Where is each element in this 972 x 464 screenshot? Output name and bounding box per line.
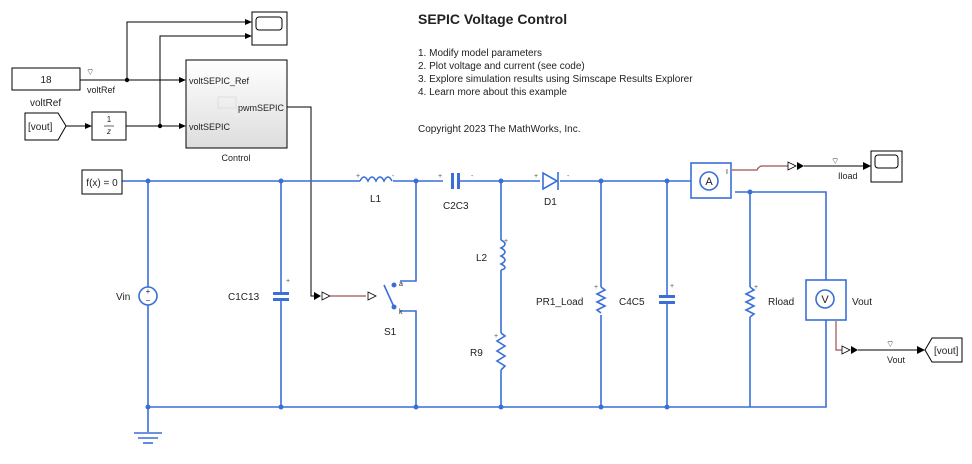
ammeter-block[interactable]: A I [690,162,732,199]
resistor-r9[interactable]: + [494,332,507,371]
instruction-1[interactable]: 1. Modify model parameters [418,48,542,59]
svg-text:a: a [399,281,403,288]
diode-d1[interactable]: +- [534,171,570,191]
voltage-sensor-block[interactable]: V [805,279,847,321]
pwm-signal-to-switch [314,291,377,301]
c1c13-label: C1C13 [228,292,260,303]
from-vout-block[interactable]: [vout] [24,112,67,141]
resistor-pr1-load[interactable]: + [594,284,607,314]
svg-text:+: + [534,173,538,180]
control-name: Control [221,153,250,163]
svg-text:+: + [670,283,674,290]
inductor-l1[interactable]: +- [356,173,395,183]
svg-text:1: 1 [107,115,112,124]
scope-iload[interactable] [870,150,903,183]
control-subsystem[interactable]: voltSEPIC_Ref voltSEPIC pwmSEPIC [185,59,288,149]
instruction-4[interactable]: 4. Learn more about this example [418,87,567,98]
svg-text:[vout]: [vout] [934,346,959,357]
iload-label: Iload [838,171,858,181]
electrical-wires [122,178,827,444]
svg-text:18: 18 [40,75,52,86]
wireless-icon: ⌔ [86,67,94,77]
d1-label: D1 [544,197,557,208]
capacitor-c4c5[interactable]: + [659,283,675,304]
inductor-l2[interactable]: + [499,238,508,271]
svg-text:f(x) = 0: f(x) = 0 [86,178,118,189]
l2-label: L2 [476,253,488,264]
pr1-label: PR1_Load [536,297,583,308]
svg-text:-: - [392,173,395,180]
vout-signal-label: Vout [887,355,906,365]
vout-signal [835,321,925,355]
instruction-2[interactable]: 2. Plot voltage and current (see code) [418,61,585,72]
solver-configuration[interactable]: f(x) = 0 [81,169,123,195]
svg-text:V: V [821,294,829,306]
vin-source[interactable]: + − [138,286,158,306]
s1-label: S1 [384,327,397,338]
control-signals [65,19,314,297]
goto-vout-block[interactable]: [vout] [924,337,963,363]
copyright: Copyright 2023 The MathWorks, Inc. [418,124,581,135]
svg-text:voltSEPIC_Ref: voltSEPIC_Ref [189,76,250,86]
svg-text:A: A [705,176,713,188]
wireless-icon: ⌔ [831,156,839,166]
svg-text:+: + [146,287,151,296]
switch-s1[interactable]: a k [383,281,403,316]
svg-text:-: - [567,173,570,180]
scope-control[interactable] [251,11,288,46]
c4c5-label: C4C5 [619,297,645,308]
capacitor-c1c13[interactable]: + [273,278,290,301]
svg-text:-: - [471,173,474,180]
instruction-3[interactable]: 3. Explore simulation results using Sims… [418,74,693,85]
iload-signal [732,161,871,171]
voltref-signal-label: voltRef [87,85,116,95]
svg-text:z: z [106,127,111,136]
capacitor-c2c3[interactable]: +- [438,173,474,189]
c2c3-label: C2C3 [443,201,469,212]
resistor-rload[interactable]: + [744,284,758,318]
svg-text:+: + [754,284,758,291]
svg-text:I: I [726,169,728,176]
svg-text:+: + [356,173,360,180]
unit-delay-block[interactable]: 1 z [91,111,127,141]
model-title: SEPIC Voltage Control [418,11,567,27]
svg-text:+: + [438,173,442,180]
svg-text:+: + [494,333,498,340]
constant-name: voltRef [30,98,61,109]
svg-text:[vout]: [vout] [28,122,53,133]
rload-label: Rload [768,297,794,308]
svg-text:+: + [504,238,508,245]
r9-label: R9 [470,348,483,359]
svg-text:voltSEPIC: voltSEPIC [189,122,231,132]
svg-text:−: − [146,296,151,305]
vin-label: Vin [116,292,130,303]
svg-text:pwmSEPIC: pwmSEPIC [238,103,285,113]
vout-sensor-label: Vout [852,297,872,308]
wireless-icon: ⌔ [886,339,894,349]
constant-block[interactable]: 18 [11,67,81,91]
svg-text:+: + [594,284,598,291]
l1-label: L1 [370,194,382,205]
svg-text:k: k [399,309,403,316]
svg-text:+: + [286,278,290,285]
